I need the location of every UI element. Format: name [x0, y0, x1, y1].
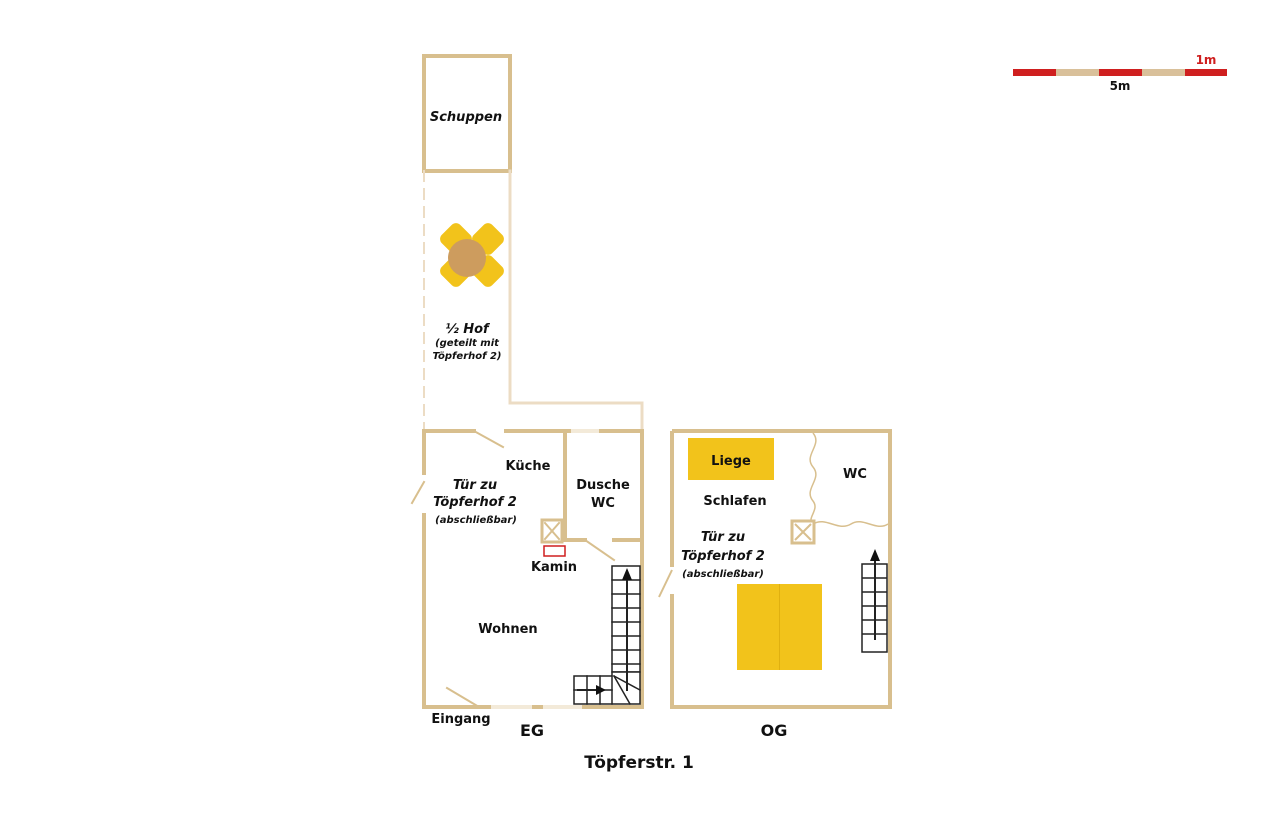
- upper-floor: [658, 429, 892, 709]
- room-label-wohnen: Wohnen: [478, 622, 537, 637]
- scale-bar: 1m 5m: [1013, 53, 1227, 93]
- og-door-label-line2: Töpferhof 2: [681, 549, 765, 564]
- scale-segment: [1142, 69, 1185, 76]
- fireplace-icon: [543, 545, 566, 557]
- plan-title: Töpferstr. 1: [584, 753, 694, 773]
- room-label-kueche: Küche: [506, 459, 551, 474]
- og-wc-partition: [809, 432, 889, 527]
- scale-segment: [1013, 69, 1056, 76]
- schuppen-walls: [422, 54, 512, 173]
- eg-side-door-leaf: [410, 480, 426, 505]
- room-label-schlafen: Schlafen: [703, 494, 766, 509]
- og-side-door-leaf: [658, 569, 673, 598]
- room-label-wc-og: WC: [843, 467, 867, 482]
- scale-label-major: 5m: [1110, 79, 1131, 93]
- scale-segment: [1056, 69, 1099, 76]
- room-label-schuppen: Schuppen: [430, 110, 502, 125]
- liege-furniture: [688, 438, 774, 480]
- og-outer-walls: [670, 429, 892, 709]
- bath-door-leaf: [583, 538, 616, 562]
- floor-label-og: OG: [761, 721, 788, 740]
- room-label-kamin: Kamin: [531, 560, 577, 575]
- entrance-door-leaf: [445, 686, 481, 709]
- room-label-wc-eg: WC: [591, 496, 615, 511]
- og-door-note: (abschließbar): [682, 569, 764, 580]
- room-label-liege: Liege: [711, 454, 751, 469]
- hof-boundary: [508, 169, 644, 433]
- eg-staircase: [573, 565, 642, 706]
- chimney-icon: [540, 518, 564, 544]
- eg-door-label-line1: Tür zu: [453, 478, 497, 493]
- hof-note-line1: (geteilt mit: [435, 338, 500, 349]
- floor-label-eg: EG: [520, 721, 544, 740]
- eg-door-note: (abschließbar): [435, 515, 517, 526]
- og-staircase: [861, 549, 888, 653]
- label-eingang: Eingang: [431, 712, 490, 727]
- room-label-hof: ½ Hof: [445, 322, 491, 337]
- scale-segment: [1185, 69, 1227, 76]
- hof-note-line2: Töpferhof 2): [433, 351, 502, 362]
- ground-floor: [410, 54, 644, 709]
- patio-table: [440, 223, 504, 287]
- room-label-dusche: Dusche: [576, 478, 630, 493]
- double-bed: [737, 584, 822, 670]
- og-door-label-line1: Tür zu: [701, 530, 745, 545]
- kitchen-door-leaf: [472, 429, 505, 449]
- eg-door-label-line2: Töpferhof 2: [433, 495, 517, 510]
- scale-label-minor: 1m: [1196, 53, 1217, 67]
- scale-segment: [1099, 69, 1142, 76]
- og-chimney-icon: [790, 519, 816, 545]
